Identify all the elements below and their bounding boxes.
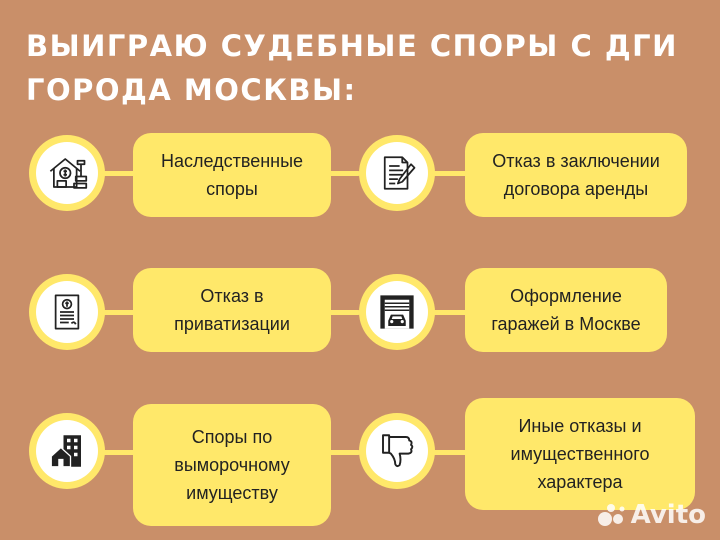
item-pill: Иные отказы и имущественного характера — [465, 398, 695, 510]
item-icon-circle — [29, 274, 105, 350]
buildings-icon — [50, 435, 81, 468]
item-icon-circle — [29, 413, 105, 489]
item-label: Отказ в заключении договора аренды — [492, 151, 660, 199]
page-title: Выиграю судебные споры с ДГИ города Моск… — [26, 24, 706, 112]
item-pill: Отказ в заключении договора аренды — [465, 133, 687, 217]
title-line-1: Выиграю судебные споры с ДГИ — [26, 29, 678, 63]
item-icon-circle — [29, 135, 105, 211]
inheritance-house-icon — [49, 158, 88, 189]
avito-logo-icon — [597, 504, 625, 526]
item-label: Споры по выморочному имуществу — [174, 427, 290, 503]
document-signing-icon — [383, 156, 416, 190]
item-pill: Споры по выморочному имуществу — [133, 404, 331, 526]
garage-car-icon — [380, 295, 414, 329]
item-icon-circle — [359, 135, 435, 211]
item-label: Отказ в приватизации — [174, 286, 290, 334]
item-label: Оформление гаражей в Москве — [491, 286, 641, 334]
connector — [430, 171, 490, 176]
avito-watermark: Avito — [597, 500, 706, 530]
connector — [430, 310, 490, 315]
thumbs-down-icon — [382, 434, 414, 468]
item-pill: Отказ в приватизации — [133, 268, 331, 352]
item-pill: Оформление гаражей в Москве — [465, 268, 667, 352]
item-label: Наследственные споры — [160, 151, 304, 199]
item-pill: Наследственные споры — [133, 133, 331, 217]
title-line-2: города Москвы: — [26, 73, 357, 107]
item-label: Иные отказы и имущественного характера — [510, 416, 650, 492]
item-icon-circle — [359, 274, 435, 350]
item-icon-circle — [359, 413, 435, 489]
watermark-text: Avito — [630, 500, 706, 530]
connector — [430, 450, 490, 455]
certificate-document-icon — [54, 294, 80, 330]
